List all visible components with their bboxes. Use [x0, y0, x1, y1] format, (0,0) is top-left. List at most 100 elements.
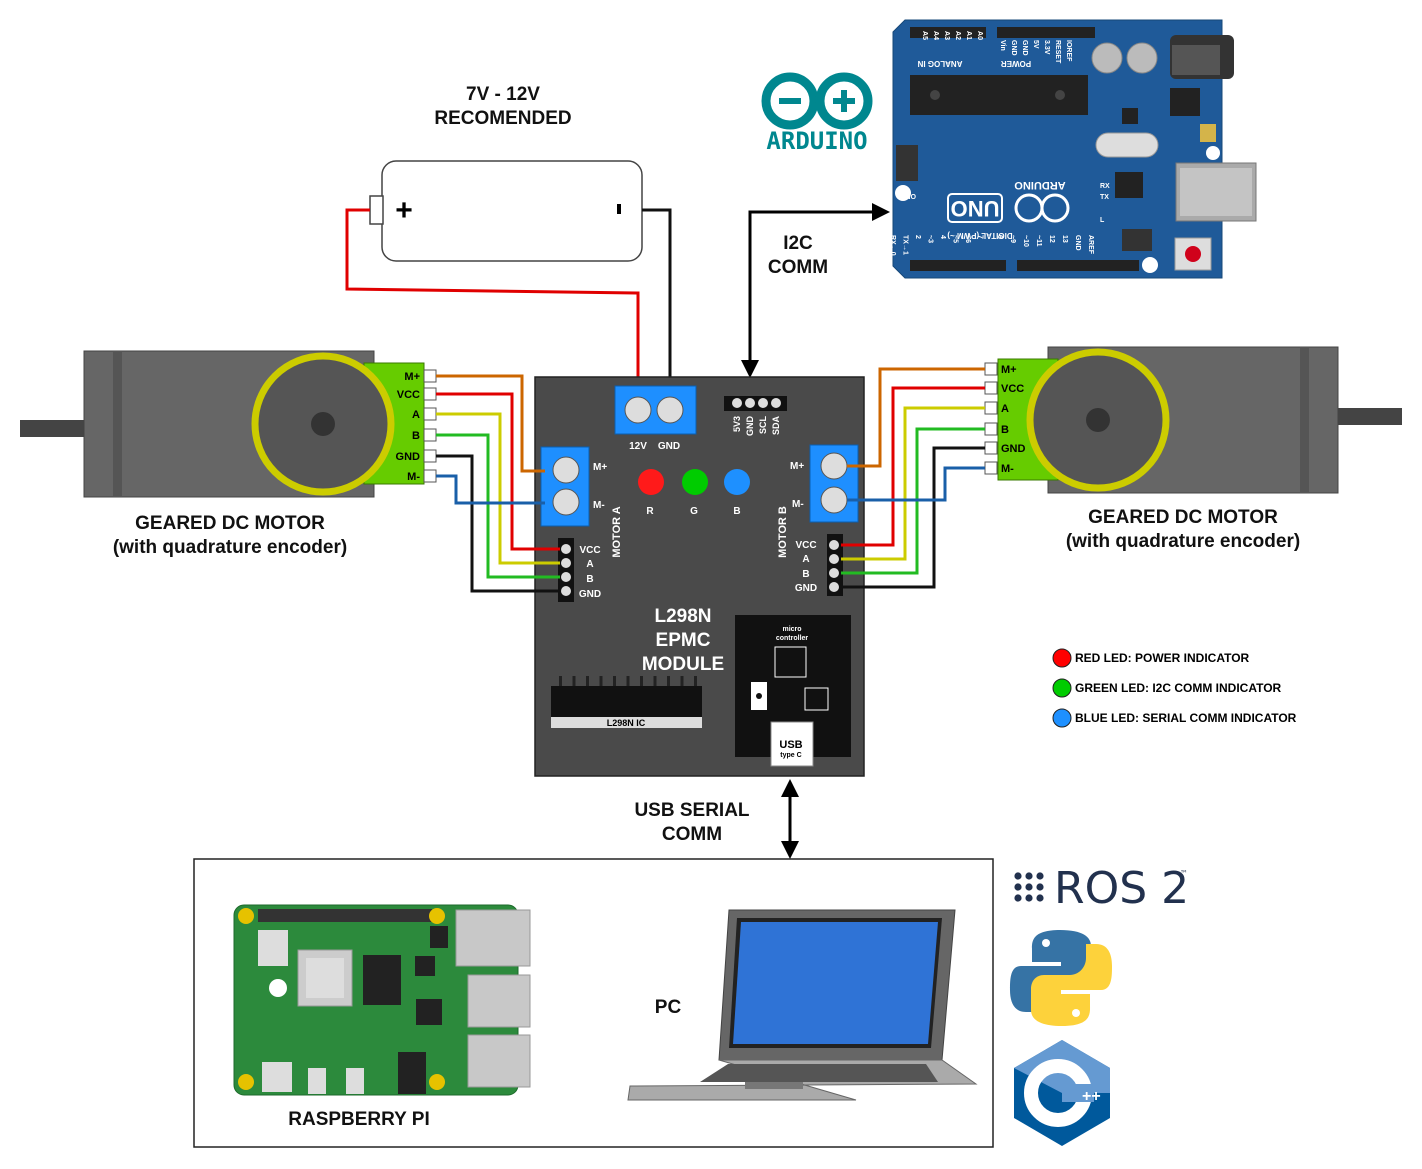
green-led [682, 469, 708, 495]
motor-b-encoder-pin-label: B [802, 569, 809, 580]
left-motor-label-line1: GEARED DC MOTOR [135, 513, 325, 534]
motor-a-label: MOTOR A [611, 506, 623, 557]
module-i2c-pin-label: GND [745, 416, 755, 437]
battery-minus-sign [617, 204, 621, 214]
motor-a-encoder-pin-label: B [586, 574, 593, 585]
ros2-logo-dot [1014, 872, 1022, 880]
ic-leg [640, 676, 643, 688]
ros2-logo-dot [1025, 894, 1033, 902]
ic-leg [559, 676, 562, 688]
raspberry-pi-label: RASPBERRY PI [288, 1109, 429, 1130]
left-motor-pin [423, 469, 437, 483]
right-motor-pin-label: M+ [1001, 364, 1017, 376]
legend-item-label: GREEN LED: I2C COMM INDICATOR [1075, 681, 1282, 695]
arduino-analog-pin-label: A3 [943, 31, 950, 40]
arduino-digital-pin-label: ~10 [1022, 235, 1029, 247]
ic-leg [586, 676, 589, 688]
module-i2c-pin-label: SCL [758, 415, 768, 434]
arduino-digital-pin-label: TX→1 [902, 235, 909, 255]
motor-a-encoder-pin-label: VCC [579, 545, 600, 556]
left-motor-label-line2: (with quadrature encoder) [113, 537, 347, 558]
ic-leg [599, 676, 603, 688]
battery-voltage-text: 7V - 12V [466, 84, 540, 105]
legend-led-swatch [1052, 708, 1072, 728]
module-i2c-pin-label: 5V3 [732, 416, 742, 432]
right-motor-pin-label: VCC [1001, 383, 1024, 395]
arduino-on-label: ON [906, 192, 917, 199]
motor-b-encoder-pin-label: GND [795, 583, 817, 594]
arduino-power-pin-label: 3.3V [1043, 40, 1050, 55]
l298n-ic: L298N IC [551, 676, 702, 728]
arduino-logo: ARDUINO [761, 72, 873, 155]
arduino-digital-pin-label: 8 [996, 235, 1003, 239]
led-legend: RED LED: POWER INDICATOR GREEN LED: I2C C… [1052, 648, 1297, 728]
ic-leg [626, 676, 630, 688]
red-led [638, 469, 664, 495]
arduino-power-pin-label: 5V [1032, 40, 1039, 49]
legend-led-swatch [1052, 648, 1072, 668]
ros2-logo-dot [1036, 894, 1044, 902]
motor-b-label: MOTOR B [777, 506, 789, 558]
arduino-l-label: L [1100, 217, 1105, 224]
arduino-analog-pin-label: A0 [976, 31, 983, 40]
arduino-digital-pin-label: 7 [977, 235, 984, 239]
battery-label: 7V - 12V RECOMENDED [434, 84, 571, 129]
motor-a-mplus-label: M+ [593, 462, 607, 473]
arduino-digital-pin-label: 2 [914, 235, 921, 239]
usb-serial-arrow [781, 779, 799, 859]
right-motor-pin-label: A [1001, 403, 1009, 415]
python-logo [1010, 930, 1112, 1026]
usb-port-label-line2: type C [780, 752, 801, 759]
arduino-digital-pin-label: 13 [1061, 235, 1068, 243]
module-12v-label: 12V [629, 441, 647, 452]
cpp-logo-text: ++ [1082, 1088, 1101, 1105]
module-i2c-pin-label: SDA [771, 416, 781, 436]
right-motor-wires [841, 367, 985, 589]
ros2-logo-text: ROS 2 [1054, 863, 1189, 914]
left-motor-pin [423, 449, 437, 463]
arduino-digital-pin-label: GND [1074, 235, 1081, 251]
module-title-line1: L298N [654, 606, 711, 627]
arduino-digital-pin-label: AREF [1087, 235, 1094, 255]
left-motor-pin [423, 387, 437, 401]
i2c-connection-arrow [741, 203, 890, 378]
mcu-label-line2: controller [776, 635, 809, 642]
led-g-label: G [690, 506, 698, 517]
motor-b-encoder-labels: VCC AB GND [795, 540, 817, 594]
left-motor-pin-label: M- [407, 471, 420, 483]
arduino-analog-label: ANALOG IN [917, 59, 962, 68]
arduino-power-pin-label: GND [1010, 40, 1017, 56]
right-motor-pin-label: M- [1001, 463, 1014, 475]
motor-a-encoder-pin-label: GND [579, 589, 601, 600]
right-motor-pin-label: B [1001, 424, 1009, 436]
arduino-digital-pin-label: 4 [939, 235, 946, 239]
usb-port-label-line1: USB [779, 739, 802, 751]
motor-b-mminus-label: M- [792, 499, 804, 510]
right-motor-pin [984, 461, 998, 475]
arduino-digital-pin-label: ~11 [1035, 235, 1042, 247]
legend-item-label: RED LED: POWER INDICATOR [1075, 651, 1250, 665]
right-motor-label-line1: GEARED DC MOTOR [1088, 507, 1278, 528]
usb-serial-comm-line2: COMM [662, 824, 722, 845]
left-motor-pin-label: A [412, 409, 420, 421]
ic-leg [613, 676, 616, 688]
arduino-digital-pin-label: ~9 [1009, 235, 1016, 243]
arduino-digital-pin-label: ~5 [952, 235, 959, 243]
arduino-digital-pin-label: ~3 [927, 235, 934, 243]
left-motor-pin-label: M+ [404, 371, 420, 383]
left-motor-pin-label: GND [396, 451, 421, 463]
left-motor-wires [436, 374, 560, 593]
right-motor-pin [984, 441, 998, 455]
arduino-power-pin-label: GND [1021, 40, 1028, 56]
module-title-line3: MODULE [642, 654, 724, 675]
motor-b-encoder-pin-label: VCC [795, 540, 816, 551]
motor-a-encoder-pin-label: A [586, 559, 593, 570]
motor-b-encoder-pin-label: A [802, 554, 809, 565]
arduino-logo-text: ARDUINO [766, 127, 867, 155]
arduino-digital-pin-label: ~6 [964, 235, 971, 243]
arduino-power-pin-label: Vin [999, 40, 1006, 51]
